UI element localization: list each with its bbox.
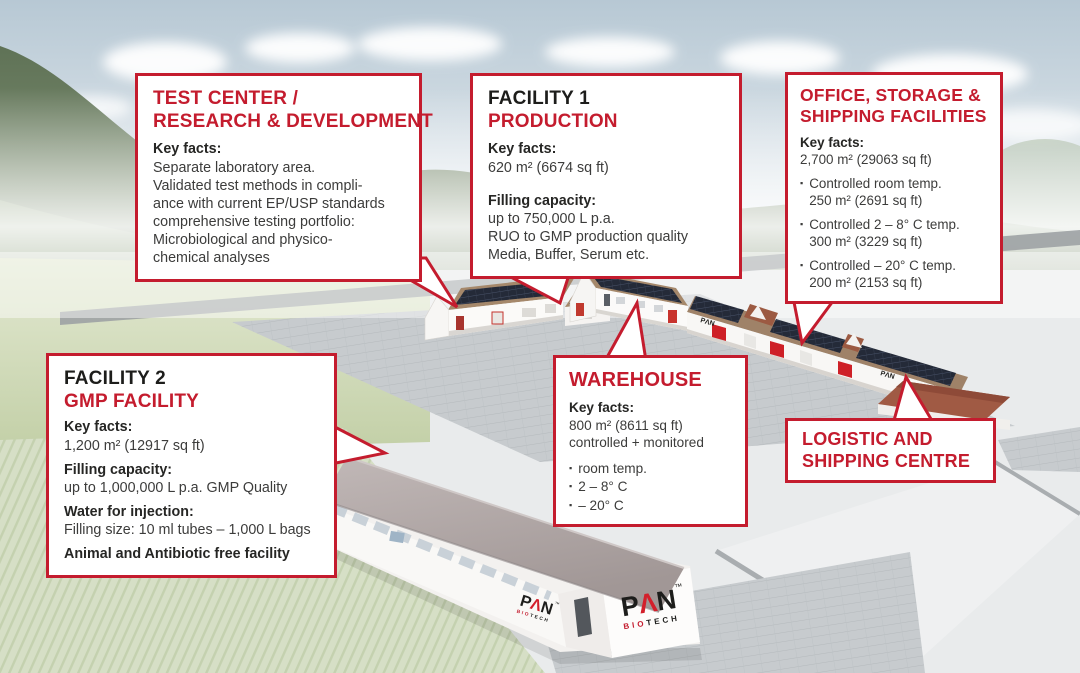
callout-facility1: FACILITY 1 PRODUCTION Key facts: 620 m² … [470, 73, 742, 280]
callout-logistic: LOGISTIC AND SHIPPING CENTRE [785, 418, 996, 484]
callout-office: OFFICE, STORAGE & SHIPPING FACILITIES Ke… [785, 72, 1003, 304]
svg-text:™: ™ [674, 582, 683, 592]
facility2-filling: up to 1,000,000 L p.a. GMP Quality [64, 479, 288, 496]
warehouse-lines: 800 m² (8611 sq ft) controlled + monitor… [569, 417, 704, 450]
warehouse-bullet-3: ▪ – 20° C [569, 497, 624, 513]
office-door-3 [838, 361, 852, 378]
facility2-water: Filling size: 10 ml tubes – 1,000 L bags [64, 522, 311, 539]
road-curb-right [993, 460, 1080, 516]
pan-logo-facility2-side: PΛN ™ BIOTECH [516, 592, 561, 625]
warehouse-bullet-2: ▪ 2 – 8° C [569, 479, 628, 495]
office-bullet-3: ▪ Controlled – 20° C temp. 200 m² (2153 … [800, 257, 956, 290]
callout-test-center: TEST CENTER / RESEARCH & DEVELOPMENT Key… [135, 73, 433, 283]
building-facility2: PΛN ™ BIOTECH PΛN ™ BIOTECH [298, 456, 702, 664]
facility1-key-facts-label: Key facts: [488, 141, 557, 158]
test-center-key-facts-label: Key facts: [153, 141, 222, 158]
production-wall [449, 297, 563, 336]
pan-logo-office-2: PΛN [879, 370, 895, 381]
svg-text:™: ™ [554, 601, 561, 608]
facility1-title: FACILITY 1 PRODUCTION [488, 88, 618, 133]
warehouse-key-facts-label: Key facts: [569, 400, 634, 416]
facility1-filling-label: Filling capacity: [488, 192, 597, 209]
office-door-2 [770, 341, 784, 358]
logistic-title: LOGISTIC AND SHIPPING CENTRE [802, 429, 971, 471]
facility1-filling: up to 750,000 L p.a. RUO to GMP producti… [488, 210, 688, 264]
facility1-area: 620 m² (6674 sq ft) [488, 159, 609, 176]
pan-logo-office-1: PΛN [699, 317, 715, 328]
bullet-icon: ▪ [569, 463, 573, 474]
parking-lot-northeast [998, 427, 1080, 472]
facility2-title: FACILITY 2 GMP FACILITY [64, 368, 200, 413]
warehouse-bullet-1: ▪ room temp. [569, 461, 647, 477]
office-area: 2,700 m² (29063 sq ft) [800, 151, 932, 167]
office-door-1 [712, 324, 726, 341]
svg-text:PΛN: PΛN [619, 584, 679, 622]
facility2-roof [322, 457, 684, 612]
facility2-area: 1,200 m² (12917 sq ft) [64, 437, 205, 454]
bullet-icon: ▪ [800, 259, 804, 270]
bullet-icon: ▪ [569, 499, 573, 510]
office-bullet-2: ▪ Controlled 2 – 8° C temp. 300 m² (3229… [800, 216, 960, 249]
bullet-icon: ▪ [800, 177, 804, 188]
facility2-key-facts-label: Key facts: [64, 419, 133, 436]
office-key-facts-label: Key facts: [800, 134, 865, 150]
office-bullet-1: ▪ Controlled room temp. 250 m² (2691 sq … [800, 175, 942, 208]
office-title: OFFICE, STORAGE & SHIPPING FACILITIES [800, 85, 987, 127]
callout-warehouse: WAREHOUSE Key facts: 800 m² (8611 sq ft)… [553, 355, 748, 527]
test-center-title: TEST CENTER / RESEARCH & DEVELOPMENT [153, 88, 433, 133]
facility2-front-wall [298, 496, 566, 647]
bullet-icon: ▪ [569, 481, 573, 492]
svg-text:BIOTECH: BIOTECH [516, 609, 550, 625]
svg-text:PΛN: PΛN [518, 592, 555, 619]
facility2-filling-label: Filling capacity: [64, 461, 173, 478]
facility2-note: Animal and Antibiotic free facility [64, 546, 290, 563]
facility2-water-label: Water for injection: [64, 503, 194, 520]
warehouse-title: WAREHOUSE [569, 369, 702, 391]
test-center-body: Separate laboratory area. Validated test… [153, 159, 385, 267]
bullet-icon: ▪ [800, 218, 804, 229]
callout-facility2: FACILITY 2 GMP FACILITY Key facts: 1,200… [46, 353, 337, 579]
